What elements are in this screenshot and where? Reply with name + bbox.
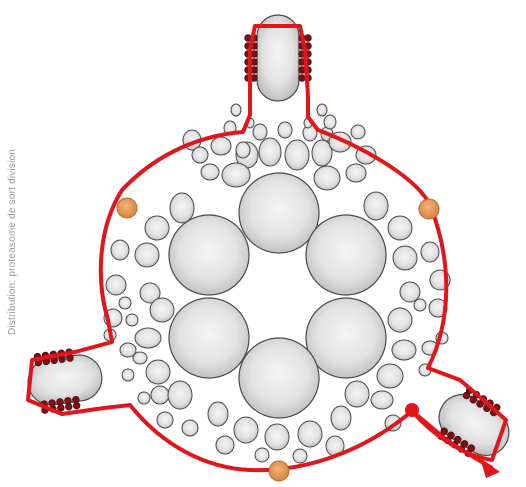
small-oval: [150, 298, 174, 322]
small-oval: [231, 104, 241, 116]
small-oval: [234, 417, 258, 443]
small-oval: [324, 115, 336, 129]
large-sphere: [306, 298, 386, 378]
large-sphere: [239, 338, 319, 418]
red-dot-marker: [405, 403, 419, 417]
small-oval: [119, 297, 131, 309]
small-oval: [138, 392, 150, 404]
orange-bead: [419, 199, 439, 219]
small-oval: [393, 246, 417, 270]
small-oval: [122, 369, 134, 381]
small-oval: [364, 192, 388, 220]
small-oval: [211, 137, 231, 155]
small-oval: [400, 282, 420, 302]
chain-bead: [299, 75, 306, 82]
small-oval: [421, 242, 439, 262]
small-oval: [331, 406, 351, 430]
small-oval: [133, 352, 147, 364]
small-oval: [236, 142, 250, 158]
small-oval: [293, 449, 307, 463]
small-oval: [346, 164, 366, 182]
small-oval: [222, 163, 250, 187]
small-oval: [255, 448, 269, 462]
small-oval: [388, 308, 412, 332]
large-sphere: [169, 298, 249, 378]
small-oval: [208, 402, 228, 426]
small-oval: [182, 420, 198, 436]
large-sphere: [306, 215, 386, 295]
small-oval: [151, 386, 169, 404]
small-oval: [317, 104, 327, 116]
small-oval: [278, 122, 292, 138]
small-oval: [201, 164, 219, 180]
small-oval: [285, 140, 309, 170]
small-oval: [253, 124, 267, 140]
small-oval: [388, 216, 412, 240]
small-oval: [135, 328, 161, 348]
small-oval: [135, 243, 159, 267]
small-oval: [106, 275, 126, 295]
small-oval: [392, 340, 416, 360]
orange-bead: [269, 461, 289, 481]
large-sphere: [239, 173, 319, 253]
small-oval: [145, 216, 169, 240]
small-oval: [259, 138, 281, 166]
small-oval: [265, 424, 289, 450]
small-oval: [126, 314, 138, 326]
small-oval: [157, 412, 173, 428]
small-oval: [377, 364, 403, 388]
small-oval: [414, 299, 426, 311]
small-oval: [371, 391, 393, 409]
small-oval: [298, 421, 322, 447]
small-oval: [192, 147, 208, 163]
small-oval: [111, 240, 129, 260]
small-oval: [216, 436, 234, 454]
small-oval: [168, 381, 192, 409]
side-caption: Distribution: proteasome de sort divisio…: [7, 32, 21, 452]
small-oval: [345, 381, 369, 407]
small-oval: [314, 166, 340, 190]
small-oval: [351, 125, 365, 139]
orange-bead: [117, 198, 137, 218]
large-sphere: [169, 215, 249, 295]
small-oval: [146, 360, 170, 384]
small-oval: [170, 193, 194, 223]
